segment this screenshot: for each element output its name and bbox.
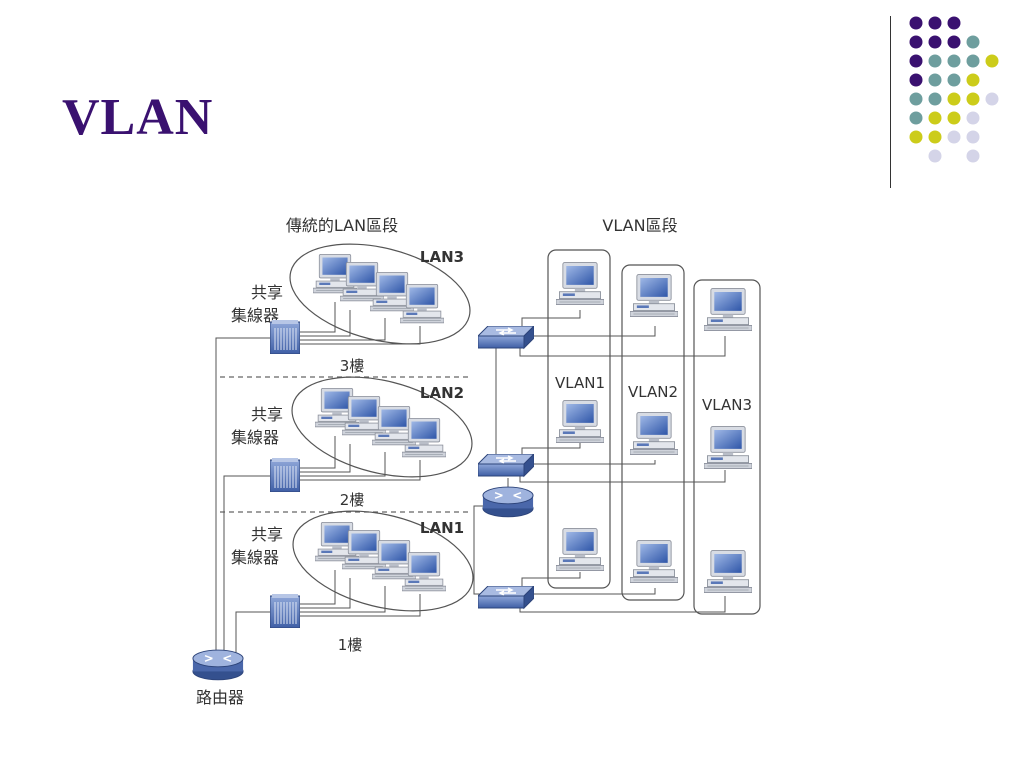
shared-hub-icon xyxy=(270,458,300,492)
decorative-dot xyxy=(928,73,942,87)
title-divider xyxy=(890,16,891,188)
decorative-dot xyxy=(909,73,923,87)
vlan2-label: VLAN2 xyxy=(628,383,678,401)
hub-label: 集線器 xyxy=(231,428,279,447)
lan3-boundary xyxy=(289,243,471,345)
pc-icon xyxy=(704,550,752,594)
decorative-dot xyxy=(947,92,961,106)
decorative-dot xyxy=(966,130,980,144)
pc-icon xyxy=(704,426,752,470)
vlan3-label: VLAN3 xyxy=(702,396,752,414)
lan2-boundary xyxy=(291,376,473,478)
hub-label: 共享 xyxy=(251,525,283,544)
decorative-dot xyxy=(985,54,999,68)
lan2-label: LAN2 xyxy=(420,384,464,402)
vlan-switch-icon xyxy=(478,326,534,349)
decorative-dot xyxy=(966,73,980,87)
vlan-switch-icon xyxy=(478,454,534,477)
decorative-dot xyxy=(966,35,980,49)
pc-icon xyxy=(630,274,678,318)
pc-icon xyxy=(630,540,678,584)
lan3-label: LAN3 xyxy=(420,248,464,266)
vlan1-label: VLAN1 xyxy=(555,374,605,392)
pc-icon xyxy=(402,552,446,592)
decorative-dot xyxy=(928,54,942,68)
floor-1-label: 1樓 xyxy=(338,636,363,654)
decorative-dot xyxy=(947,35,961,49)
decorative-dot xyxy=(909,16,923,30)
decorative-dot-grid xyxy=(909,16,999,163)
pc-icon xyxy=(704,288,752,332)
pc-icon xyxy=(556,400,604,444)
floor-1-segment: LAN1 共享 集線器 1樓 xyxy=(231,510,474,654)
pc-icon xyxy=(556,528,604,572)
decorative-dot xyxy=(947,73,961,87)
router-label: 路由器 xyxy=(196,688,244,707)
router-icon xyxy=(192,649,244,681)
decorative-dot xyxy=(928,130,942,144)
decorative-dot xyxy=(928,149,942,163)
decorative-dot xyxy=(909,92,923,106)
decorative-dot xyxy=(909,54,923,68)
floor-3-label: 3樓 xyxy=(340,357,365,375)
hub-label: 共享 xyxy=(251,405,283,424)
lan1-boundary xyxy=(292,510,474,612)
lan1-label: LAN1 xyxy=(420,519,464,537)
decorative-dot xyxy=(947,16,961,30)
hub-label: 共享 xyxy=(251,283,283,302)
decorative-dot xyxy=(909,130,923,144)
decorative-dot xyxy=(928,16,942,30)
pc-icon xyxy=(630,412,678,456)
decorative-dot xyxy=(985,92,999,106)
decorative-dot xyxy=(909,35,923,49)
pc-icon xyxy=(400,284,444,324)
decorative-dot xyxy=(966,92,980,106)
decorative-dot xyxy=(947,54,961,68)
decorative-dot xyxy=(966,54,980,68)
floor-2-label: 2樓 xyxy=(340,491,365,509)
hub-label: 集線器 xyxy=(231,306,279,325)
decorative-dot xyxy=(966,111,980,125)
pc-icon xyxy=(402,418,446,458)
vlan-switch-icon xyxy=(478,586,534,609)
decorative-dot xyxy=(928,35,942,49)
floor-3-segment: LAN3 共享 集線器 3樓 xyxy=(231,243,471,375)
router-icon xyxy=(482,486,534,518)
slide-title: VLAN xyxy=(62,89,214,146)
decorative-dot xyxy=(966,149,980,163)
pc-icon xyxy=(556,262,604,306)
decorative-dot xyxy=(928,92,942,106)
vlan-segment-heading: VLAN區段 xyxy=(602,216,677,235)
floor-2-segment: LAN2 共享 集線器 2樓 xyxy=(231,376,473,509)
left-backbone-cabling xyxy=(215,337,270,654)
decorative-dot xyxy=(947,111,961,125)
hub-label: 集線器 xyxy=(231,548,279,567)
vlan2-group xyxy=(621,264,685,601)
shared-hub-icon xyxy=(270,320,300,354)
decorative-dot xyxy=(947,130,961,144)
decorative-dot xyxy=(909,111,923,125)
vlan3-group xyxy=(693,279,761,615)
decorative-dot xyxy=(928,111,942,125)
shared-hub-icon xyxy=(270,594,300,628)
vlan1-group xyxy=(547,249,611,589)
vlan-cabling xyxy=(473,310,726,613)
traditional-lan-heading: 傳統的LAN區段 xyxy=(286,216,398,235)
